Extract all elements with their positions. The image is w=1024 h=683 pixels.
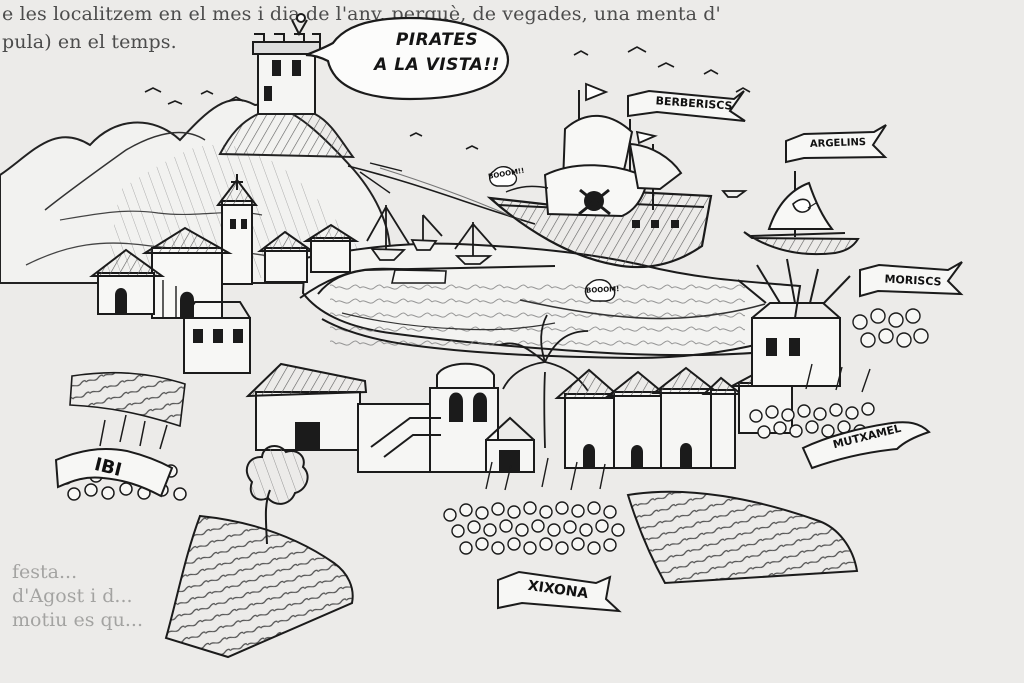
right-row-houses: [554, 258, 851, 469]
bird-flock: [144, 46, 751, 150]
palm-tree: [498, 314, 589, 449]
banner-ibi: [54, 448, 174, 498]
church: [141, 174, 259, 319]
bottom-page-text: festa... d'Agost i d... motiu es qu...: [0, 560, 1024, 683]
bottom-line-3: motiu es qu...: [12, 609, 143, 631]
main-pirate-ship: [486, 82, 713, 269]
sound-boom-2: BOOOM!: [585, 285, 620, 295]
speech-bubble-text: PIRATES A LA VISTA!!: [374, 28, 500, 82]
top-line-1: e les localitzem en el mes i dia de l'an…: [2, 3, 721, 25]
banner-argelins: [785, 124, 888, 164]
top-page-text: e les localitzem en el mes i dia de l'an…: [0, 0, 1024, 75]
tree: [245, 445, 309, 545]
banner-moriscs: [859, 261, 964, 298]
small-boats: [366, 190, 748, 265]
banner-berberiscs: [627, 89, 746, 122]
right-field: [626, 490, 859, 585]
speech-bubble: [305, 16, 510, 101]
center-buildings: [245, 362, 535, 473]
watch-tower: [218, 13, 355, 159]
left-houses: [89, 223, 360, 374]
speech-line-2: A LA VISTA!!: [374, 55, 500, 75]
xixona-crowd: [443, 457, 625, 555]
right-crowd: [852, 308, 929, 348]
banner-xixona: [497, 570, 622, 613]
bottom-line-2: d'Agost i d...: [12, 585, 133, 607]
speech-line-1: PIRATES: [395, 30, 479, 50]
banner-mutxamel: [801, 421, 931, 470]
left-field: [164, 514, 354, 659]
mutxamel-crowd: [749, 363, 875, 439]
bottom-line-1: festa...: [12, 561, 78, 583]
argelins-ship: [743, 171, 860, 256]
top-line-2: pula) en el temps.: [2, 31, 177, 53]
